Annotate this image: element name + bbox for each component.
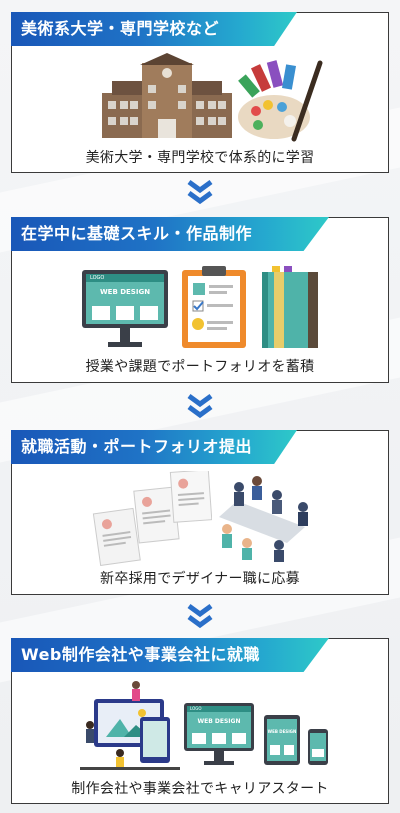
step-caption: 制作会社や事業会社でキャリアスタート: [71, 781, 329, 797]
smartphone-illustration: [308, 729, 328, 765]
resume-documents-illustration: [92, 471, 212, 566]
down-chevron-icon: [187, 393, 213, 419]
step-title: Web制作会社や事業会社に就職: [11, 638, 329, 672]
clipboard-illustration: [182, 266, 246, 348]
monitor-logo-text: LOGO: [190, 706, 202, 711]
step-title: 就職活動・ポートフォリオ提出: [11, 430, 297, 464]
step-caption: 新卒採用でデザイナー職に応募: [100, 571, 300, 587]
notebook-illustration: [262, 266, 324, 348]
step-caption: 美術大学・専門学校で体系的に学習: [85, 150, 315, 166]
down-chevron-icon: [187, 603, 213, 629]
team-devices-illustration: [80, 679, 182, 771]
monitor-heading-text: WEB DESIGN: [99, 288, 151, 296]
art-palette-illustration: [236, 51, 326, 146]
tablet-heading-text: WEB DESIGN: [267, 729, 297, 734]
step-card-4: Web制作会社や事業会社に就職 LOGO WEB DESIGN: [11, 638, 389, 804]
monitor-illustration: LOGO WEB DESIGN: [184, 703, 254, 767]
step-card-3: 就職活動・ポートフォリオ提出: [11, 430, 389, 595]
school-building-illustration: [102, 53, 232, 143]
down-chevron-icon: [187, 179, 213, 205]
step-card-2: 在学中に基礎スキル・作品制作 LOGO WEB DESIGN: [11, 217, 389, 383]
step-caption: 授業や課題でポートフォリオを蓄積: [85, 359, 315, 375]
monitor-illustration: LOGO WEB DESIGN: [82, 270, 168, 350]
step-card-1: 美術系大学・専門学校など: [11, 12, 389, 173]
interview-meeting-illustration: [217, 473, 317, 563]
monitor-logo-text: LOGO: [90, 275, 105, 281]
step-title: 在学中に基礎スキル・作品制作: [11, 217, 329, 251]
tablet-illustration: WEB DESIGN: [264, 715, 300, 765]
step-title: 美術系大学・専門学校など: [11, 12, 297, 46]
monitor-heading-text: WEB DESIGN: [197, 718, 241, 725]
